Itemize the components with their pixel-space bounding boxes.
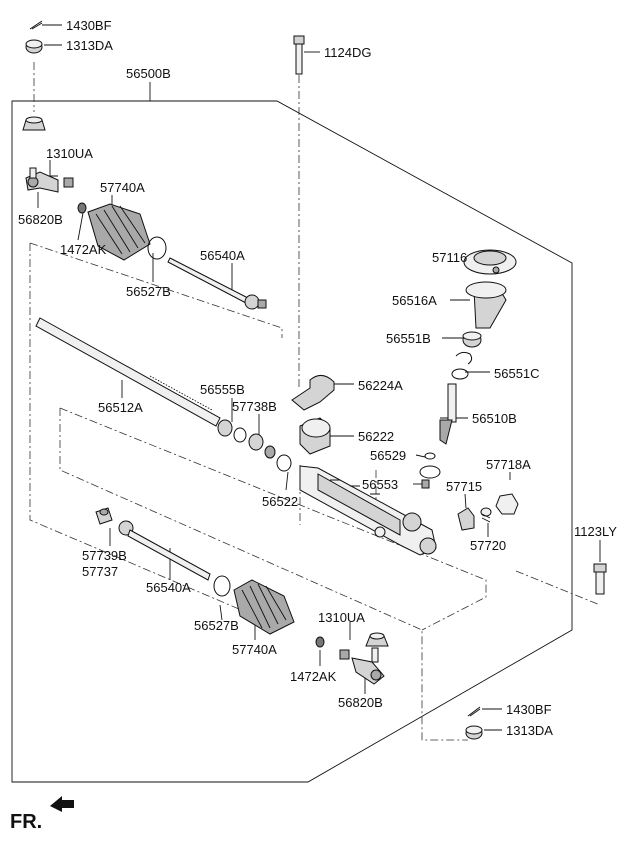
- castle-nut-bottom: [465, 725, 483, 740]
- yoke-plug: [495, 493, 519, 515]
- lock-nut-bottom: [339, 649, 350, 660]
- label-57740A-top: 57740A: [100, 180, 145, 195]
- assembly-outline: [11, 100, 573, 783]
- cotter-pin-top: [29, 20, 43, 30]
- label-1313DA-bottom: 1313DA: [506, 723, 553, 738]
- label-56222: 56222: [358, 429, 394, 444]
- band-clamp-top: [147, 236, 167, 260]
- front-direction-arrow-icon: [50, 796, 74, 812]
- leader-lines: [37, 24, 601, 731]
- mounting-bracket: [291, 375, 335, 411]
- label-1124DG: 1124DG: [324, 45, 371, 60]
- tie-rod-end-top: [25, 167, 59, 193]
- label-56500B: 56500B: [126, 66, 171, 81]
- part-labels: 1430BF 1313DA 1124DG 56500B 1310UA 57740…: [10, 18, 617, 833]
- label-57116: 57116: [432, 250, 467, 265]
- rack-support-yoke: [457, 507, 475, 531]
- front-direction-label: FR.: [10, 811, 42, 833]
- rack-seals: [217, 419, 292, 472]
- dust-cap-right: [365, 632, 389, 647]
- label-1313DA-top: 1313DA: [66, 38, 113, 53]
- top-plug: [463, 249, 517, 275]
- clip-bottom: [315, 636, 325, 648]
- label-56551B: 56551B: [386, 331, 431, 346]
- castle-nut-top: [25, 39, 43, 54]
- label-1310UA-bottom: 1310UA: [318, 610, 365, 625]
- label-57737: 57737: [82, 564, 118, 579]
- label-57740A-bottom: 57740A: [232, 642, 277, 657]
- label-56527B-top: 56527B: [126, 284, 171, 299]
- label-56527B-bottom: 56527B: [194, 618, 239, 633]
- gear-housing: [299, 465, 437, 556]
- guide-upper-left: [29, 243, 247, 613]
- grease-plug: [421, 479, 430, 489]
- label-56510B: 56510B: [472, 411, 517, 426]
- clip-top: [77, 202, 87, 214]
- seal-ring: [451, 368, 469, 380]
- washer: [419, 465, 441, 479]
- yoke-spring: [480, 507, 492, 523]
- rack-bar: [35, 317, 221, 427]
- guide-right-bolt: [515, 570, 601, 606]
- o-ring: [424, 452, 436, 460]
- snap-ring: [455, 351, 473, 365]
- bolt-1123LY: [593, 563, 607, 595]
- bellows-boot-bottom: [233, 579, 295, 635]
- guide-lower-box: [59, 407, 487, 631]
- lock-nut-top: [63, 177, 74, 188]
- label-56529: 56529: [370, 448, 406, 463]
- label-56540A-bottom: 56540A: [146, 580, 191, 595]
- label-57738B: 57738B: [232, 399, 277, 414]
- label-1430BF-bottom: 1430BF: [506, 702, 552, 717]
- label-56553: 56553: [362, 477, 398, 492]
- label-1472AK-top: 1472AK: [60, 242, 107, 257]
- cotter-pin-bottom: [467, 706, 481, 717]
- label-57720: 57720: [470, 538, 506, 553]
- inner-tie-rod-top: [167, 257, 267, 310]
- label-56555B: 56555B: [200, 382, 245, 397]
- inner-tie-rod-bottom: [118, 520, 211, 581]
- dust-cap-left: [22, 116, 46, 131]
- pinion-shaft: [439, 383, 457, 445]
- label-1430BF-top: 1430BF: [66, 18, 112, 33]
- label-57718A: 57718A: [486, 457, 531, 472]
- label-56516A: 56516A: [392, 293, 437, 308]
- tie-rod-end-bottom: [351, 647, 385, 685]
- guide-upper-box: [29, 242, 283, 338]
- label-56224A: 56224A: [358, 378, 403, 393]
- label-57715: 57715: [446, 479, 482, 494]
- label-56540A-top: 56540A: [200, 248, 245, 263]
- label-56522: 56522: [262, 494, 298, 509]
- label-56820B-bottom: 56820B: [338, 695, 383, 710]
- label-56551C: 56551C: [494, 366, 540, 381]
- guide-lower-left: [59, 408, 468, 741]
- valve-housing: [465, 281, 507, 329]
- label-1123LY: 1123LY: [574, 524, 617, 539]
- label-56820B-top: 56820B: [18, 212, 63, 227]
- bolt-1124DG: [293, 35, 305, 75]
- bellows-boot-top: [87, 203, 151, 261]
- rubber-bushing: [299, 417, 331, 455]
- bearing: [462, 331, 482, 348]
- label-57739B: 57739B: [82, 548, 127, 563]
- label-1310UA-top: 1310UA: [46, 146, 93, 161]
- band-clamp-bottom: [213, 575, 231, 597]
- label-56512A: 56512A: [98, 400, 143, 415]
- label-1472AK-bottom: 1472AK: [290, 669, 337, 684]
- stopper-and-nut: [95, 507, 113, 525]
